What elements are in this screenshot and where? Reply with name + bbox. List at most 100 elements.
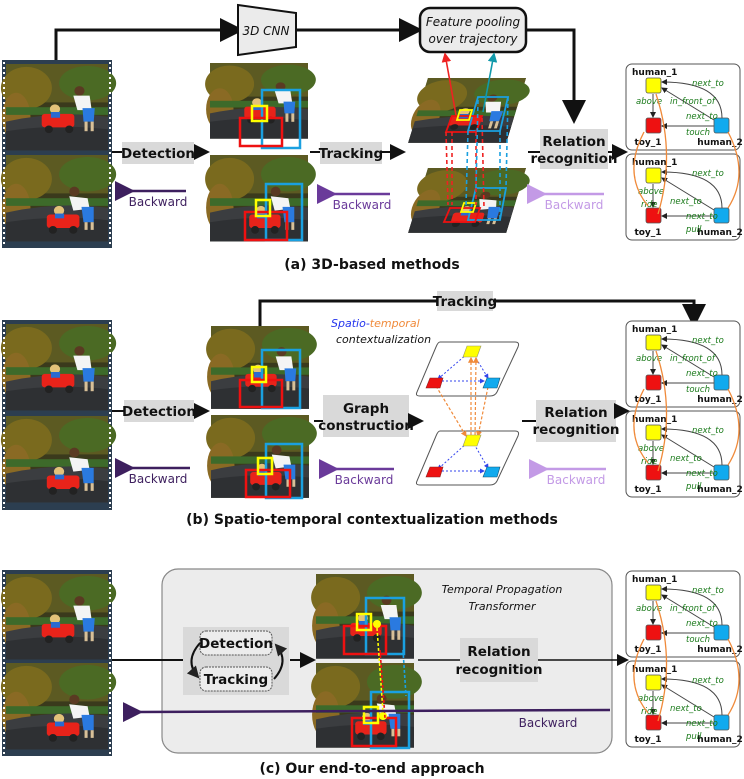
relation-label: in_front_of [670, 354, 717, 364]
tpt-label-1: Temporal Propagation [442, 583, 563, 596]
context-label-2: contextualization [336, 333, 431, 346]
temporal-link-human-1 [655, 600, 668, 722]
pooling-label-2: over trajectory [429, 32, 519, 46]
relation-label-bg-a [540, 129, 608, 169]
edge-h2-h1-curve [661, 79, 723, 119]
temporal-link-toy-1 [633, 388, 649, 464]
backward-label-b-2: Backward [335, 473, 394, 487]
temporal-link-human-2 [727, 638, 740, 716]
relation-label: next_to [670, 454, 702, 464]
node-label-human-2: human_2 [697, 228, 742, 238]
panel-c: Temporal Propagation Transformer Detecti… [0, 568, 629, 777]
node-label-human-1: human_1 [632, 325, 677, 335]
node-human-2 [713, 207, 730, 224]
context-label-1: Spatio-temporal [331, 317, 420, 330]
node-label-human-2: human_2 [697, 735, 742, 745]
caption-c: (c) Our end-to-end approach [259, 761, 484, 777]
graph-construction-label-2: construction [318, 418, 414, 434]
loop-arrow-left [186, 642, 201, 679]
panel-a: 3D CNN Feature pooling over trajectory D… [0, 3, 628, 273]
pooling-to-relation-line [526, 28, 586, 124]
relation-label-a-2: recognition [531, 151, 618, 167]
loop-arrow-right [273, 643, 288, 680]
relation-label: ride [641, 707, 657, 717]
caption-b: (b) Spatio-temporal contextualization me… [186, 512, 558, 528]
temporal-link-human-2 [727, 388, 740, 466]
node-human-1 [645, 674, 662, 691]
backward-label-a-1: Backward [129, 195, 188, 209]
relation-label: next_to [686, 212, 718, 222]
node-label-toy-1: toy_1 [634, 485, 661, 495]
node-toy-1 [645, 207, 662, 224]
cnn-input-line [54, 28, 236, 60]
tracking-label-b: Tracking [433, 294, 497, 310]
relation-label: above [636, 97, 662, 107]
node-label-toy-1: toy_1 [634, 645, 661, 655]
node-label-human-2: human_2 [697, 395, 742, 405]
loop-tracking-label: Tracking [204, 672, 268, 688]
relation-label-bg-c [460, 638, 538, 682]
propagated-frames-c [311, 574, 422, 750]
graph-construction-label-1: Graph [343, 401, 389, 417]
tracking-label-bg-a [320, 142, 382, 164]
caption-a: (a) 3D-based methods [284, 257, 459, 273]
relation-label: next_to [692, 426, 724, 436]
detected-frames-b [206, 326, 317, 500]
node-label-human-2: human_2 [697, 645, 742, 655]
backward-label-a-2: Backward [333, 198, 392, 212]
node-label-toy-1: toy_1 [634, 395, 661, 405]
node-human-2 [713, 714, 730, 731]
panel-b: Tracking Spatio-temporal contextualizati… [0, 291, 706, 528]
detection-label-b: Detection [122, 404, 196, 420]
relation-label-a-1: Relation [542, 134, 605, 150]
loop-detection-label: Detection [199, 636, 273, 652]
node-human-2 [713, 464, 730, 481]
node-toy-1 [645, 714, 662, 731]
tracking-label-bg-b [437, 291, 493, 311]
relation-label: touch [686, 385, 710, 395]
node-label-human-2: human_2 [697, 485, 742, 495]
node-human-1 [645, 424, 662, 441]
relation-label: above [636, 604, 662, 614]
node-human-1 [645, 334, 662, 351]
relation-label: above [638, 444, 664, 454]
relation-label: next_to [686, 719, 718, 729]
node-label-human-1: human_1 [632, 415, 677, 425]
temporal-link-toy-1 [633, 638, 649, 714]
loop-tracking-box [199, 666, 273, 692]
temporal-link-human-1 [655, 350, 668, 472]
edge-h2-h1-curve [661, 676, 723, 716]
node-label-toy-1: toy_1 [634, 228, 661, 238]
relation-label: next_to [692, 79, 724, 89]
tracking-label-a: Tracking [319, 146, 383, 162]
node-label-human-1: human_1 [632, 158, 677, 168]
relation-label: next_to [686, 619, 718, 629]
node-human-1 [645, 167, 662, 184]
node-label-human-2: human_2 [697, 138, 742, 148]
backward-label-c: Backward [519, 716, 578, 730]
node-label-human-1: human_1 [632, 68, 677, 78]
detection-label-bg-a [122, 142, 194, 164]
temporal-link-toy-1 [633, 131, 649, 207]
film-strip-b [0, 320, 117, 510]
cnn-block [237, 3, 297, 57]
temporal-link-human-1 [655, 93, 668, 215]
backward-label-b-3: Backward [547, 473, 606, 487]
node-toy-1 [645, 624, 662, 641]
node-label-human-1: human_1 [632, 575, 677, 585]
relation-label-bg-b [536, 400, 616, 442]
graph-construction-bg [323, 395, 409, 437]
cnn-label: 3D CNN [242, 24, 289, 38]
relation-label-b-2: recognition [533, 422, 620, 438]
relation-label: next_to [686, 112, 718, 122]
relation-label: touch [686, 128, 710, 138]
detection-label-a: Detection [121, 146, 195, 162]
